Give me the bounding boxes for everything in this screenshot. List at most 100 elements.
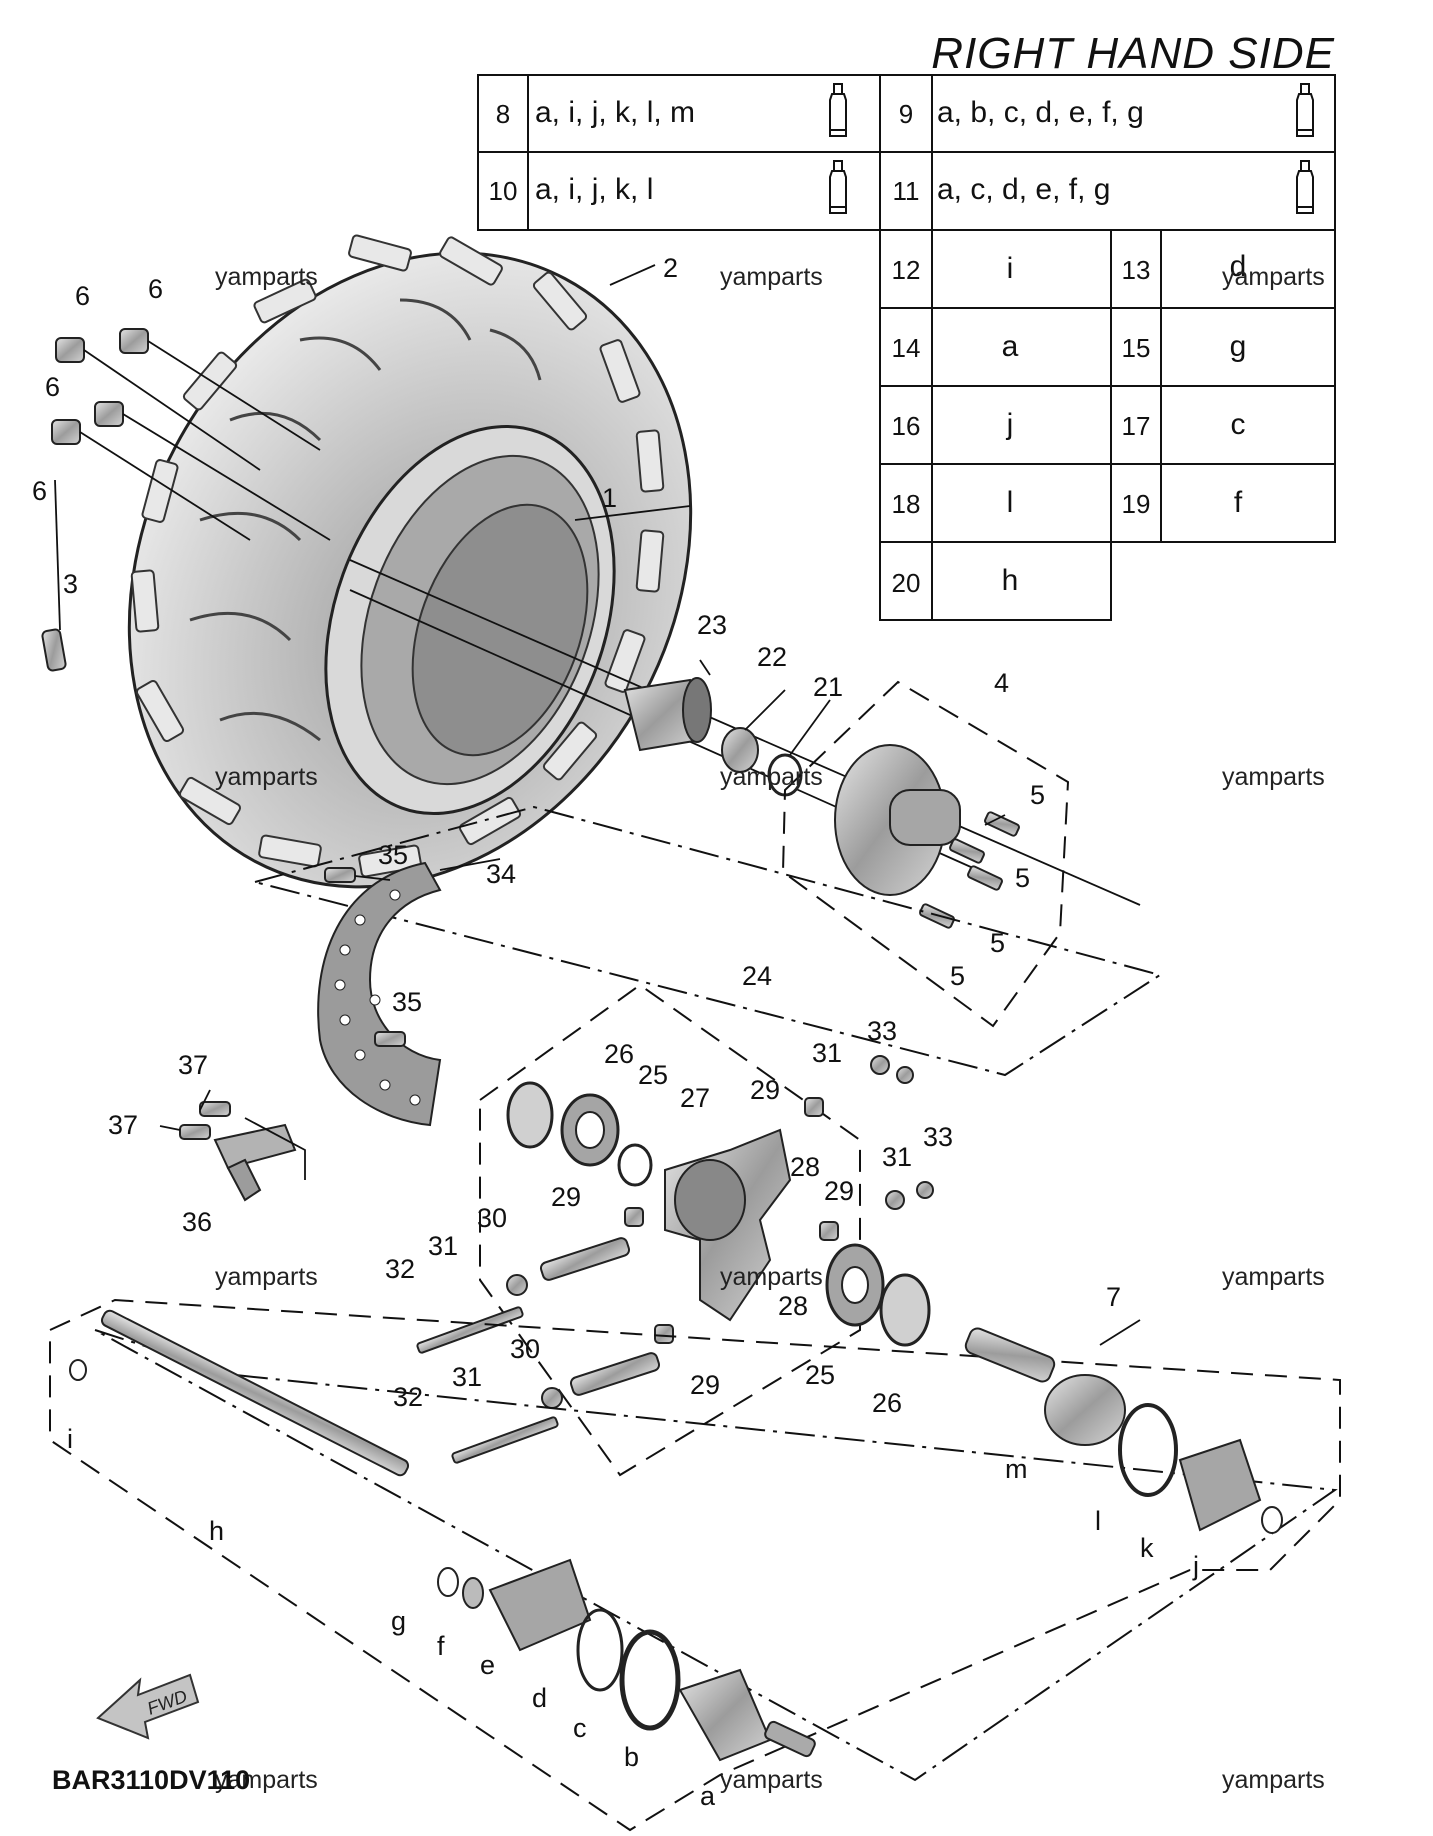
wheel-hub xyxy=(834,744,961,896)
callout-28b: 28 xyxy=(778,1291,808,1321)
lube-row-number: 11 xyxy=(893,176,920,206)
callout-e: e xyxy=(480,1650,495,1680)
watermark: yamparts xyxy=(1222,263,1325,291)
letter-row-number: 12 xyxy=(892,255,921,285)
watermark: yamparts xyxy=(1222,1766,1325,1794)
letter-row-number: 19 xyxy=(1122,489,1151,519)
callout-f: f xyxy=(437,1631,445,1661)
diagram-code: BAR3110DV110 xyxy=(52,1765,250,1795)
lube-row-parts: a, b, c, d, e, f, g xyxy=(937,96,1144,129)
callout-6d: 6 xyxy=(32,476,47,506)
callout-c: c xyxy=(573,1713,587,1743)
letter-row-value: i xyxy=(1007,252,1014,285)
knuckle-bearing-outer xyxy=(825,1243,931,1347)
callout-30: 30 xyxy=(477,1203,507,1233)
callout-6c: 6 xyxy=(45,372,60,402)
callout-31c: 31 xyxy=(428,1231,458,1261)
caliper-bracket xyxy=(213,1123,297,1202)
callout-l: l xyxy=(1095,1506,1101,1536)
disc-bolt-icon xyxy=(324,867,406,1047)
watermarks: yamparts yamparts yamparts yamparts yamp… xyxy=(215,263,1325,1794)
letter-row-value: l xyxy=(1007,486,1014,519)
letter-row-value: d xyxy=(1230,250,1247,283)
callout-32: 32 xyxy=(385,1254,415,1284)
callout-24: 24 xyxy=(742,961,772,991)
watermark: yamparts xyxy=(1222,1263,1325,1291)
lubricant-table: 8 a, i, j, k, l, m 9 a, b, c, d, e, f, g… xyxy=(477,74,1336,231)
callout-j: j xyxy=(1192,1551,1199,1581)
letter-row-number: 16 xyxy=(892,411,921,441)
fwd-arrow-icon: FWD xyxy=(96,1673,200,1740)
watermark: yamparts xyxy=(1222,763,1325,791)
collar-bolt-set xyxy=(416,1055,934,1464)
watermark: yamparts xyxy=(720,263,823,291)
grease-tube-icon xyxy=(1296,160,1314,214)
callout-i: i xyxy=(67,1424,73,1454)
callout-31: 31 xyxy=(812,1038,842,1068)
grease-tube-icon xyxy=(829,160,847,214)
callout-m: m xyxy=(1005,1454,1028,1484)
callout-21: 21 xyxy=(813,672,843,702)
wheel-rim xyxy=(324,424,616,816)
callout-k: k xyxy=(1140,1533,1154,1563)
callout-36: 36 xyxy=(182,1207,212,1237)
callout-25: 25 xyxy=(638,1060,668,1090)
grease-tube-icon xyxy=(829,83,847,137)
lube-row-parts: a, c, d, e, f, g xyxy=(937,173,1110,206)
callout-5d: 5 xyxy=(950,961,965,991)
callout-35: 35 xyxy=(378,840,408,870)
watermark: yamparts xyxy=(720,1766,823,1794)
lube-row-number: 10 xyxy=(489,176,518,206)
bushing-set xyxy=(624,1097,839,1344)
letter-row-number: 13 xyxy=(1122,255,1151,285)
callout-37: 37 xyxy=(178,1050,208,1080)
lube-row-parts: a, i, j, k, l, m xyxy=(535,96,695,129)
cv-joint-boot-set xyxy=(437,1558,816,1762)
callout-31b: 31 xyxy=(882,1142,912,1172)
watermark: yamparts xyxy=(720,763,823,791)
callout-29d: 29 xyxy=(690,1370,720,1400)
spacer-collar xyxy=(623,677,712,752)
page-title: RIGHT HAND SIDE xyxy=(931,29,1335,78)
letter-row-number: 17 xyxy=(1122,411,1151,441)
callout-a: a xyxy=(700,1781,716,1811)
callout-31d: 31 xyxy=(452,1362,482,1392)
knuckle-bearing-parts xyxy=(506,1081,653,1187)
callout-4: 4 xyxy=(994,668,1009,698)
letter-row-value: h xyxy=(1002,564,1019,597)
outer-cv-joint-set xyxy=(964,1327,1283,1534)
callout-3: 3 xyxy=(63,569,78,599)
spacer-ring xyxy=(721,727,759,773)
lube-row-parts: a, i, j, k, l xyxy=(535,173,653,206)
watermark: yamparts xyxy=(215,1766,318,1794)
callout-labels: 1 2 3 4 5 5 5 5 6 6 6 6 7 21 22 23 24 26… xyxy=(32,253,1199,1811)
callout-6: 6 xyxy=(75,281,90,311)
callout-5c: 5 xyxy=(990,928,1005,958)
drive-shaft xyxy=(69,1309,410,1477)
callout-26b: 26 xyxy=(872,1388,902,1418)
callout-33: 33 xyxy=(867,1016,897,1046)
letter-row-value: j xyxy=(1006,408,1014,441)
lube-row-number: 9 xyxy=(899,99,913,129)
watermark: yamparts xyxy=(720,1263,823,1291)
letter-row-number: 18 xyxy=(892,489,921,519)
callout-30b: 30 xyxy=(510,1334,540,1364)
callout-37b: 37 xyxy=(108,1110,138,1140)
callout-27: 27 xyxy=(680,1083,710,1113)
watermark: yamparts xyxy=(215,763,318,791)
callout-34: 34 xyxy=(486,859,516,889)
callout-29c: 29 xyxy=(824,1176,854,1206)
watermark: yamparts xyxy=(215,1263,318,1291)
callout-1: 1 xyxy=(602,483,617,513)
letter-row-value: c xyxy=(1231,408,1246,441)
letter-row-value: a xyxy=(1002,330,1019,363)
letter-row-value: g xyxy=(1230,330,1247,363)
callout-2: 2 xyxy=(663,253,678,283)
rear-knuckle xyxy=(664,1128,792,1322)
callout-6b: 6 xyxy=(148,274,163,304)
callout-22: 22 xyxy=(757,642,787,672)
callout-b: b xyxy=(624,1742,639,1772)
lug-nut-icon xyxy=(51,328,149,445)
watermark: yamparts xyxy=(215,263,318,291)
